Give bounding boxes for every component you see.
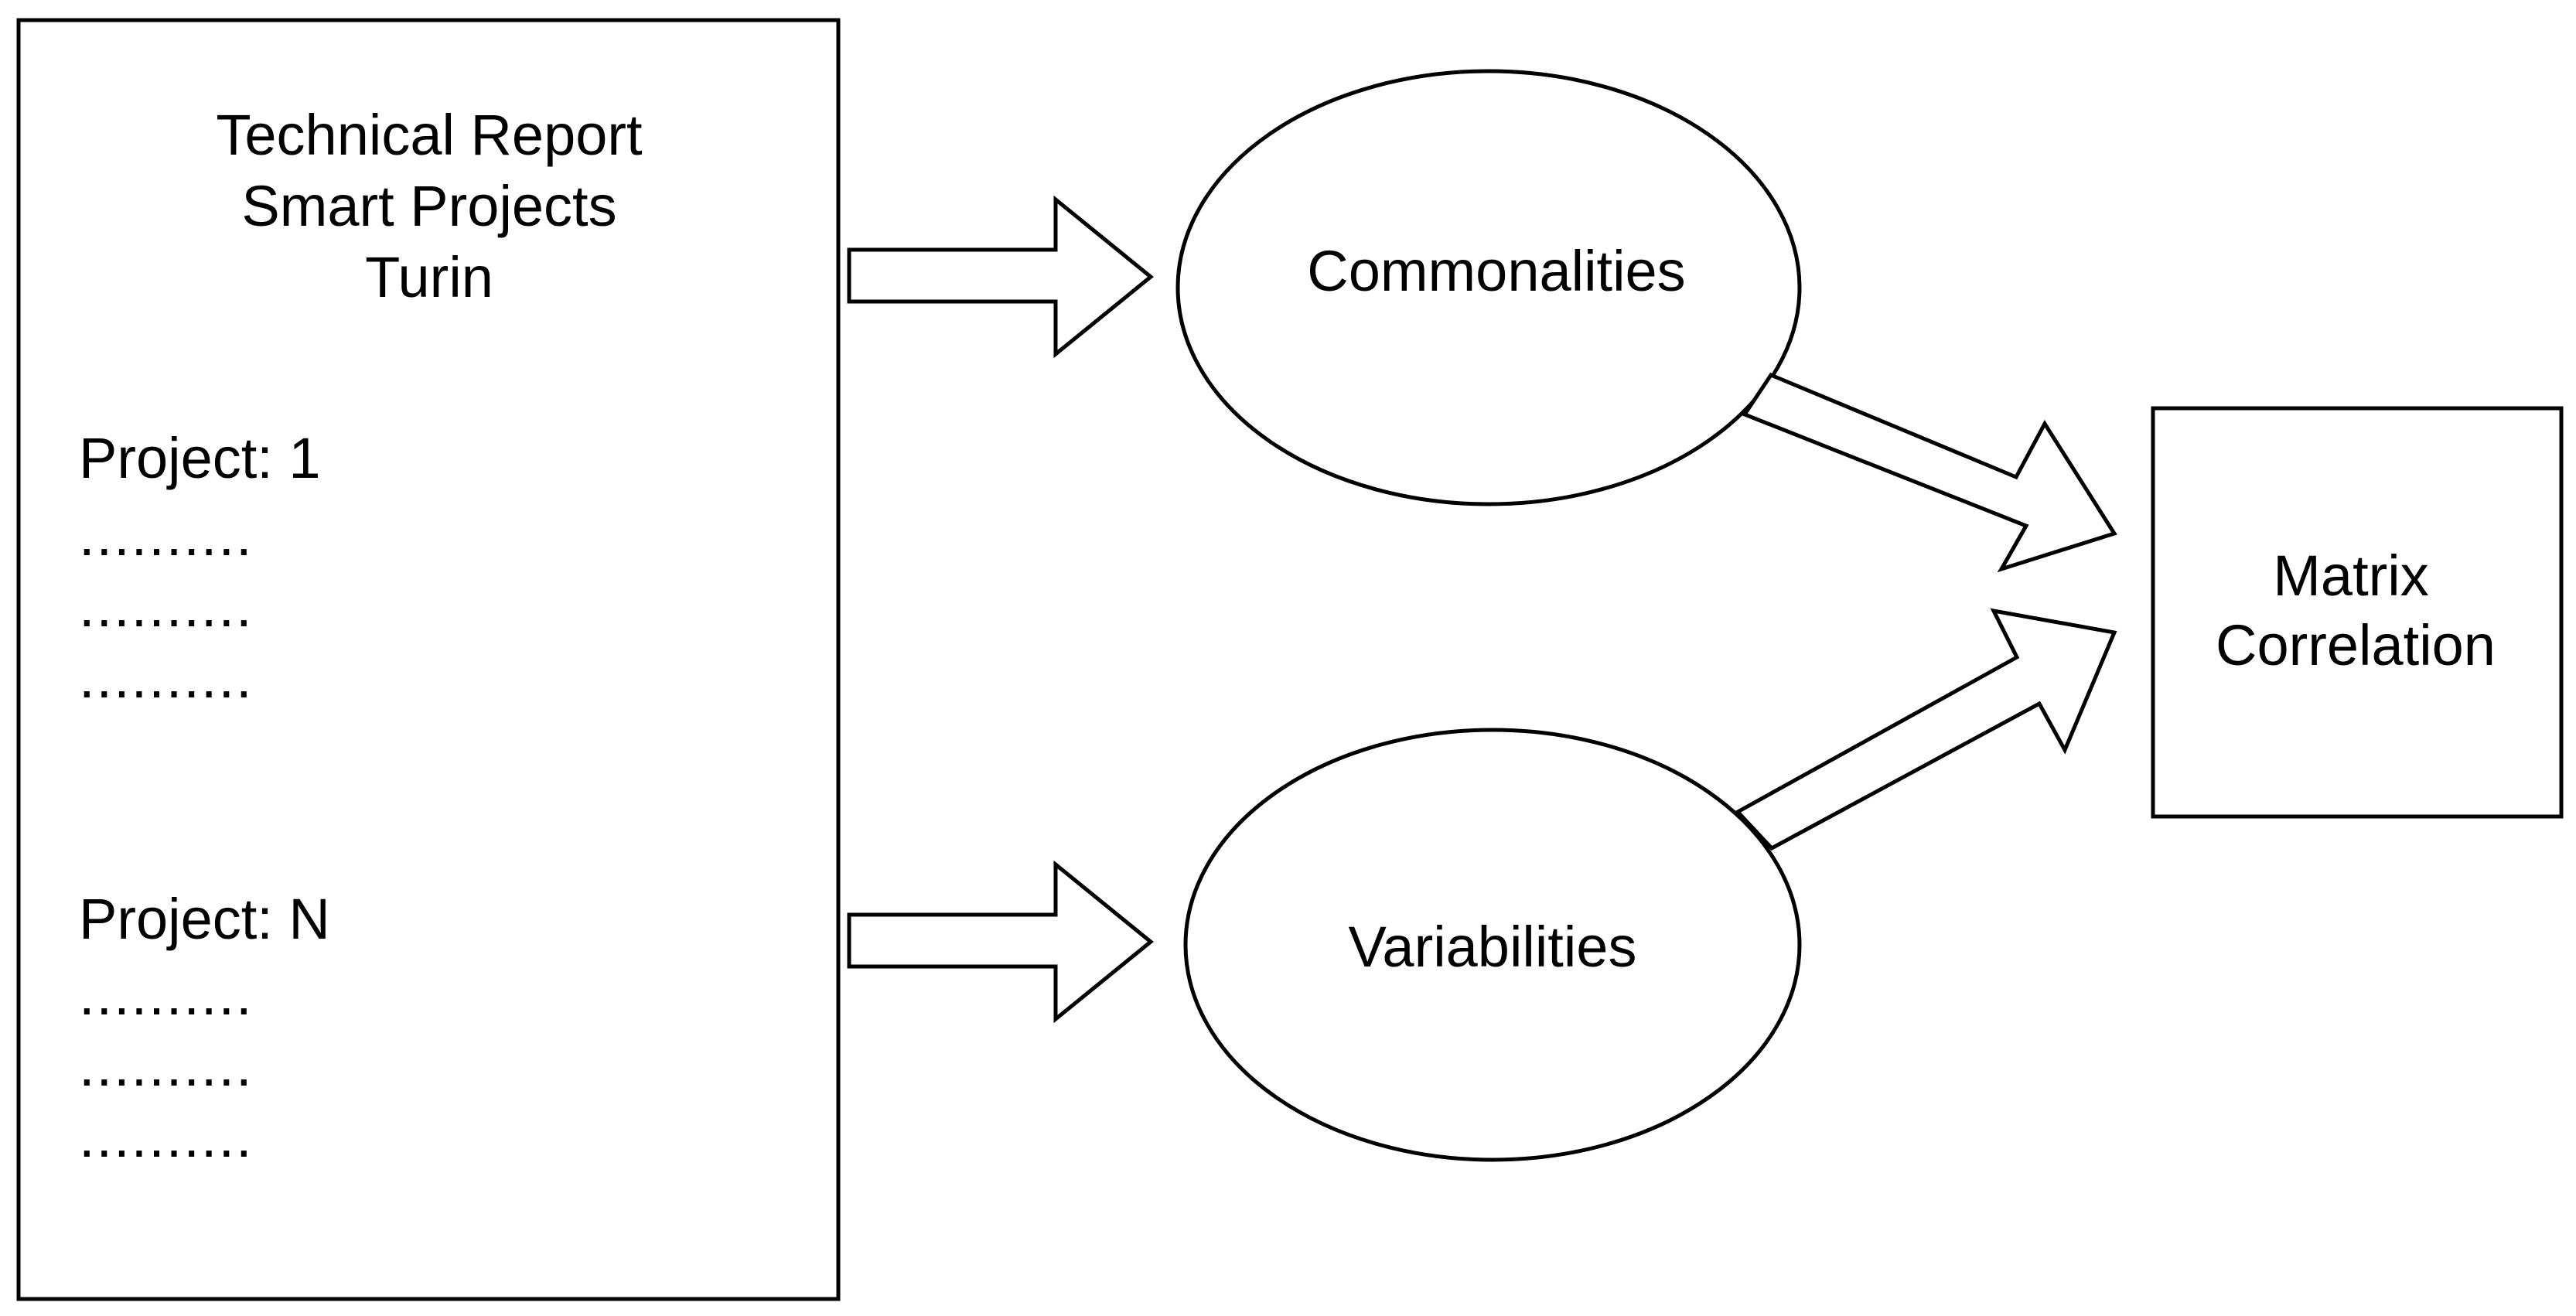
project-last-line-1: .......... (79, 963, 254, 1027)
commonalities-label: Commonalities (1307, 239, 1685, 303)
matrix-correlation-box: Matrix Correlation (2151, 406, 2564, 819)
project-first-line-3: .......... (79, 646, 254, 710)
arrow-report-to-commonalities (847, 195, 1154, 359)
project-first-label: Project: 1 (79, 426, 321, 490)
arrow-commonalities-to-matrix (1742, 372, 2117, 573)
variabilities-label: Variabilities (1349, 915, 1637, 979)
arrow-variabilities-to-matrix (1734, 608, 2117, 851)
report-title-line-1: Technical Report (216, 103, 643, 167)
report-title-line-3: Turin (365, 245, 493, 309)
project-first-line-1: .......... (79, 503, 254, 568)
commonalities-node: Commonalities (1175, 69, 1802, 506)
matrix-label-line-1: Matrix (2273, 544, 2428, 608)
project-last-line-2: .......... (79, 1034, 254, 1098)
technical-report-box: Technical Report Smart Projects Turin Pr… (16, 18, 841, 1301)
project-first-line-2: .......... (79, 574, 254, 639)
arrow-report-to-variabilities (847, 860, 1154, 1024)
matrix-label-line-2: Correlation (2216, 613, 2496, 677)
report-title-line-2: Smart Projects (241, 174, 616, 238)
project-last-line-3: .......... (79, 1105, 254, 1169)
variabilities-node: Variabilities (1183, 728, 1802, 1162)
project-last-label: Project: N (79, 887, 330, 951)
